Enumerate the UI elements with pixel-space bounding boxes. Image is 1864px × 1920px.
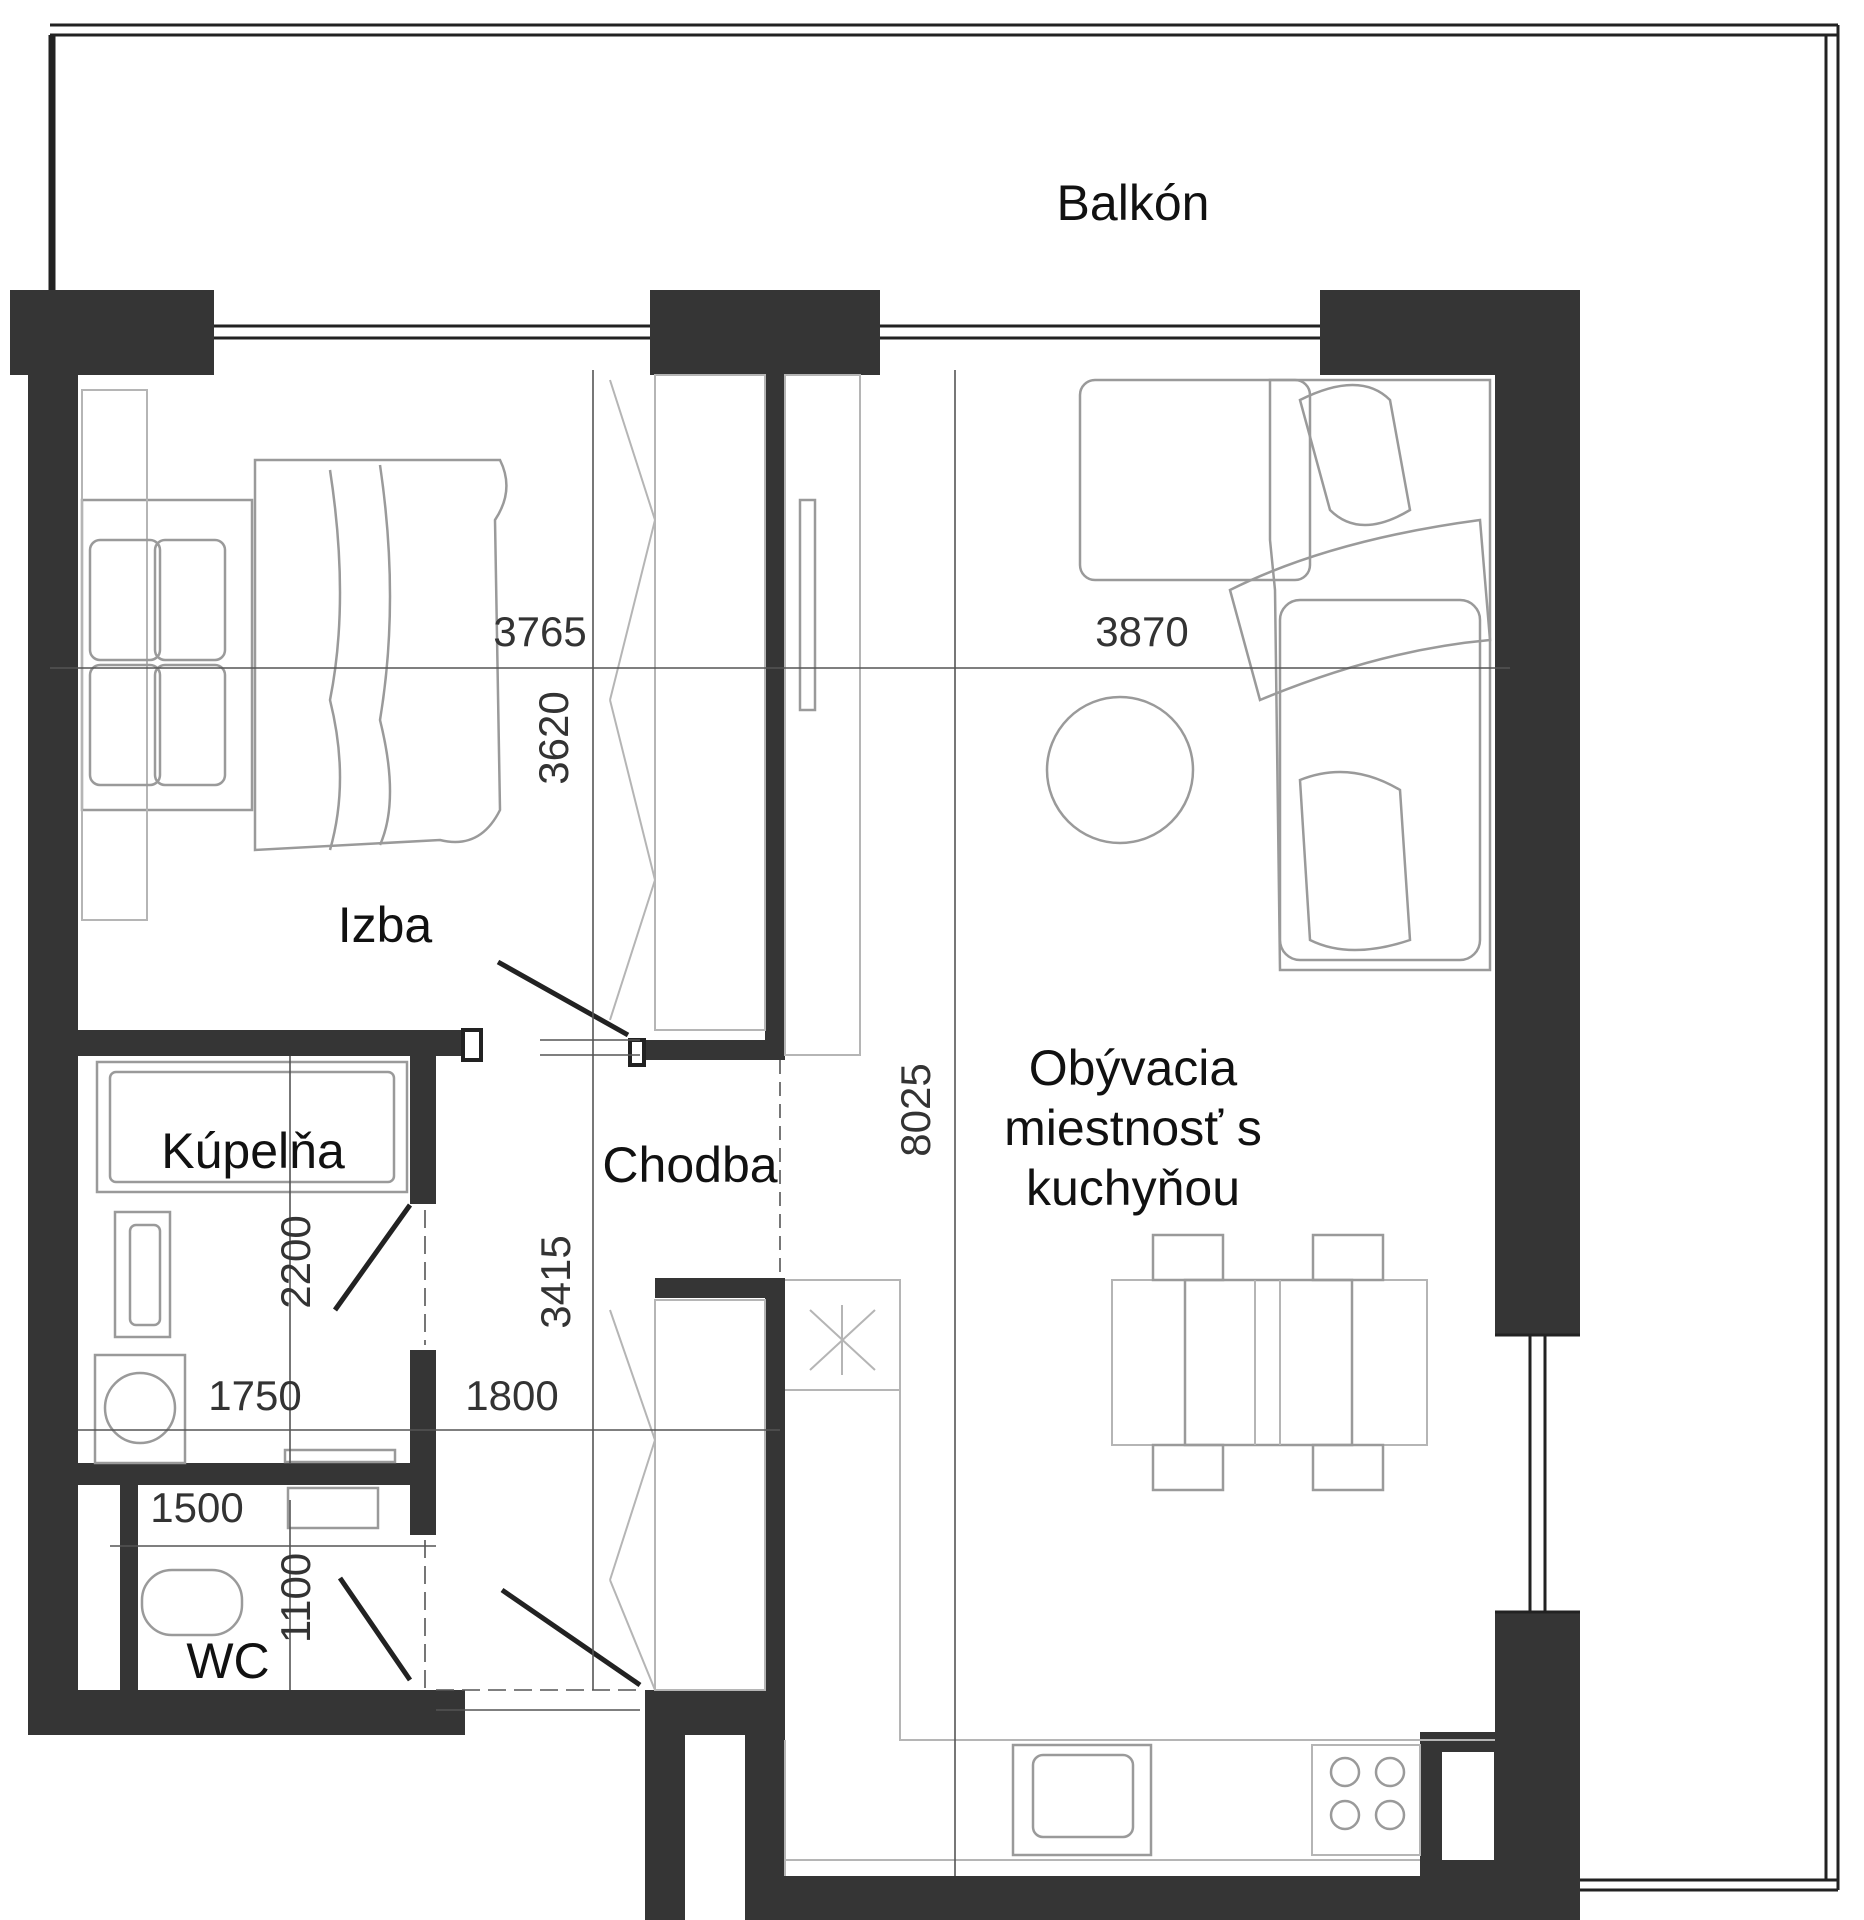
- dimension-living-width: 3870: [1095, 608, 1188, 655]
- wardrobe: [609, 374, 861, 1691]
- room-label-kupelna: Kúpelňa: [161, 1123, 345, 1179]
- dimension-izba-depth: 3620: [530, 691, 577, 784]
- dimension-izba-width: 3765: [493, 608, 586, 655]
- windows: [214, 324, 1580, 1614]
- dimension-wc-width: 1500: [150, 1484, 243, 1531]
- dimension-living-depth: 8025: [892, 1063, 939, 1156]
- room-label-izba: Izba: [338, 897, 433, 953]
- dimension-kupelna-depth: 2200: [272, 1215, 319, 1308]
- bathroom-fixtures: [93, 1060, 409, 1637]
- balcony-outline: [48, 23, 1840, 1892]
- room-label-obyvacia-2: miestnosť s: [1004, 1100, 1262, 1156]
- bed: [80, 389, 508, 921]
- room-label-obyvacia-1: Obývacia: [1029, 1040, 1238, 1096]
- dimension-kupelna-width: 1750: [208, 1372, 301, 1419]
- walls: [10, 290, 1580, 1920]
- sofa: [1045, 378, 1492, 972]
- dimension-chodba-width: 1800: [465, 1372, 558, 1419]
- kitchen-counter: [784, 1279, 1495, 1876]
- doors: [332, 959, 781, 1711]
- room-label-obyvacia-3: kuchyňou: [1026, 1160, 1240, 1216]
- dimension-chodba-depth: 3415: [532, 1235, 579, 1328]
- room-label-balkon: Balkón: [1057, 175, 1210, 231]
- dining-table: [1111, 1233, 1428, 1492]
- room-label-wc: WC: [186, 1633, 269, 1689]
- room-label-chodba: Chodba: [602, 1137, 777, 1193]
- dimension-lines: [50, 370, 1510, 1876]
- dimension-wc-depth: 1100: [272, 1553, 319, 1643]
